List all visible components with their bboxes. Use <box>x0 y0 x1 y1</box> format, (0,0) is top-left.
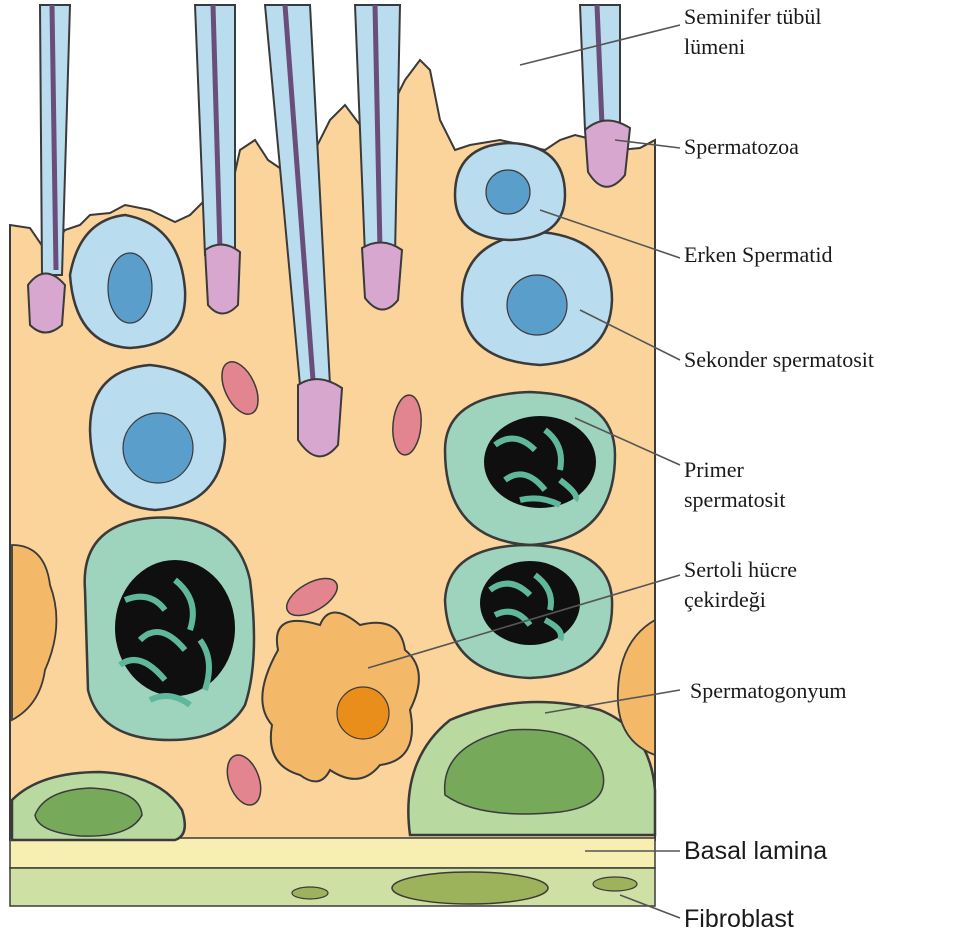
label-sertoli-line1: Sertoli hücre <box>684 555 797 585</box>
early-spermatid-right <box>455 143 565 240</box>
basal-lamina-layer <box>10 838 655 868</box>
secondary-spermatocyte-right <box>462 232 612 365</box>
fibroblast-small <box>292 887 328 899</box>
label-basal-lamina: Basal lamina <box>684 836 827 866</box>
primary-spermatocyte-right-top <box>445 392 615 545</box>
label-early-spermatid: Erken Spermatid <box>684 240 832 270</box>
label-spermatozoa: Spermatozoa <box>684 132 799 162</box>
label-fibroblast: Fibroblast <box>684 904 794 934</box>
label-sertoli-line2: çekirdeği <box>684 585 797 615</box>
label-primary-line1: Primer <box>684 455 785 485</box>
label-lumen-line2: lümeni <box>684 32 821 62</box>
fibroblast-layer <box>10 868 655 906</box>
sertoli-nucleus <box>262 613 419 782</box>
spermatid-left-bottom <box>90 365 225 510</box>
label-lumen: Seminifer tübül lümeni <box>684 2 821 62</box>
primary-spermatocyte-left <box>85 518 254 740</box>
label-primary-spermatocyte: Primer spermatosit <box>684 455 785 515</box>
fibroblast-small <box>593 877 637 891</box>
label-secondary-spermatocyte: Sekonder spermatosit <box>684 345 874 375</box>
label-primary-line2: spermatosit <box>684 485 785 515</box>
sertoli-nucleolus <box>337 687 389 739</box>
label-spermatogonium: Spermatogonyum <box>690 676 846 706</box>
label-sertoli-nucleus: Sertoli hücre çekirdeği <box>684 555 797 615</box>
fibroblast-nucleus <box>392 872 548 904</box>
primary-spermatocyte-right-bottom <box>445 545 612 678</box>
label-lumen-line1: Seminifer tübül <box>684 2 821 32</box>
